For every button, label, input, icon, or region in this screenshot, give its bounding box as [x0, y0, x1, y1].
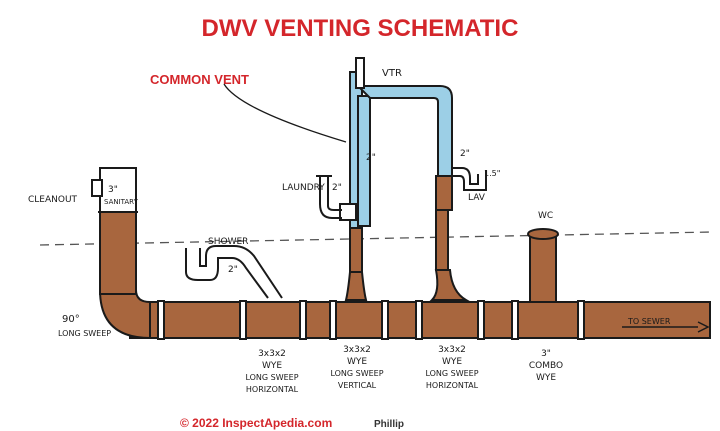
svg-text:WYE: WYE	[536, 373, 556, 383]
cleanout-label: CLEANOUT	[28, 195, 78, 205]
fitting-label-4: 3" COMBO WYE	[529, 349, 563, 383]
svg-text:VERTICAL: VERTICAL	[338, 381, 377, 390]
main-drain	[98, 289, 711, 340]
svg-text:HORIZONTAL: HORIZONTAL	[246, 385, 299, 394]
diagram-title: DWV VENTING SCHEMATIC	[202, 15, 519, 42]
author-footer: Phillip	[374, 419, 404, 430]
svg-text:3": 3"	[541, 349, 551, 359]
callout-leader-line	[223, 83, 347, 143]
svg-text:WYE: WYE	[442, 357, 462, 367]
drain-joints	[157, 300, 585, 340]
svg-text:LONG SWEEP: LONG SWEEP	[425, 369, 478, 378]
wc-label: WC	[538, 211, 553, 221]
shower-trap	[185, 245, 283, 299]
cleanout-sanitary-label: SANITARY	[104, 198, 139, 206]
cleanout-stack	[91, 167, 138, 295]
vent2-size-label: 2"	[460, 149, 470, 159]
lav-stack	[429, 175, 470, 301]
cleanout-size-label: 3"	[108, 185, 118, 195]
lav-trap	[452, 167, 487, 191]
svg-text:LONG SWEEP: LONG SWEEP	[330, 369, 383, 378]
fitting-label-1: 3x3x2 WYE LONG SWEEP HORIZONTAL	[245, 349, 298, 394]
laundry-size-label: 2"	[332, 183, 342, 193]
elbow-desc-label: LONG SWEEP	[58, 329, 111, 338]
svg-text:WYE: WYE	[347, 357, 367, 367]
lav-label: LAV	[468, 193, 486, 203]
vent-size-label: 2"	[366, 153, 376, 163]
svg-text:3x3x2: 3x3x2	[438, 345, 466, 355]
sewer-arrow	[622, 321, 710, 333]
svg-text:WYE: WYE	[262, 361, 282, 371]
svg-text:HORIZONTAL: HORIZONTAL	[426, 381, 479, 390]
laundry-trap	[316, 175, 342, 219]
svg-text:3x3x2: 3x3x2	[343, 345, 371, 355]
svg-text:COMBO: COMBO	[529, 361, 563, 371]
fitting-label-2: 3x3x2 WYE LONG SWEEP VERTICAL	[330, 345, 383, 390]
sewer-label: TO SEWER	[627, 317, 671, 326]
common-vent-stack	[339, 71, 371, 301]
shower-label: SHOWER	[208, 237, 248, 247]
wc-riser	[527, 228, 559, 303]
fitting-label-3: 3x3x2 WYE LONG SWEEP HORIZONTAL	[425, 345, 478, 390]
elbow-size-label: 90°	[62, 314, 80, 325]
vtr-label: VTR	[382, 68, 402, 79]
floor-line	[39, 231, 713, 246]
laundry-label: LAUNDRY	[282, 183, 325, 193]
copyright-footer: © 2022 InspectApedia.com	[180, 416, 332, 430]
lav-size-label: 1.5"	[484, 169, 500, 178]
svg-text:3x3x2: 3x3x2	[258, 349, 286, 359]
shower-size-label: 2"	[228, 265, 238, 275]
svg-text:LONG SWEEP: LONG SWEEP	[245, 373, 298, 382]
common-vent-callout: COMMON VENT	[150, 72, 249, 87]
